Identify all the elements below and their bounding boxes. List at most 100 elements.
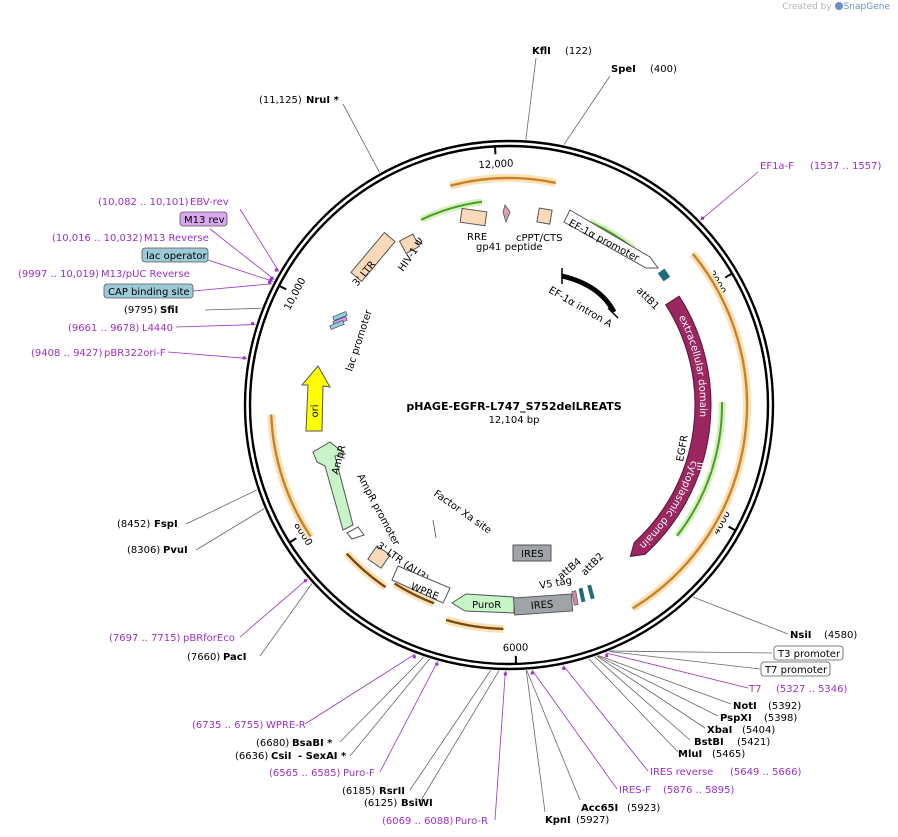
lac-promoter-label: lac promoter [344, 308, 375, 373]
site-spei[interactable]: SpeI (400) [611, 64, 677, 75]
hiv-psi-box [398, 233, 421, 255]
wpre-arrow [391, 565, 451, 604]
primer-m13-puc-reverse[interactable]: (9997 .. 10,019)M13/pUC Reverse [18, 269, 190, 280]
svg-text:(6125): (6125) [364, 798, 397, 809]
primer-leader-line [239, 578, 308, 638]
tick-mark [278, 284, 287, 291]
site-bsabi[interactable]: (6680)BsaBI * [256, 738, 333, 749]
orf-arc-bottom-1-core [345, 552, 387, 589]
primer-l4440[interactable]: (9661 .. 9678)L4440 [68, 323, 173, 334]
attb1-label: attB1 [634, 285, 661, 312]
boxed-t3-promoter[interactable]: T3 promoter [773, 645, 844, 661]
site-kpni[interactable]: KpnI(5927) [545, 815, 609, 826]
primer-t7[interactable]: T7(5327 .. 5346) [748, 684, 848, 695]
svg-text:(9661 .. 9678): (9661 .. 9678) [68, 323, 140, 334]
site-csii[interactable]: (6636)CsiI- SexAI * [235, 751, 347, 762]
site-bstbi[interactable]: BstBI(5421) [694, 737, 770, 748]
ampr-arrow [312, 441, 354, 531]
boxed-lac-operator[interactable]: lac operator [141, 247, 209, 263]
site-acc65i[interactable]: Acc65I (5923) [581, 803, 660, 814]
ampr-promoter-label: AmpR promoter [354, 472, 401, 548]
svg-text:lac operator: lac operator [146, 251, 207, 262]
site-kfli[interactable]: KflI(122) [532, 46, 592, 57]
svg-text:NruI *: NruI * [306, 95, 340, 106]
boxed-cap-binding-site[interactable]: CAP binding site [103, 283, 194, 299]
ampr-promoter-arrow [346, 526, 365, 540]
site-xbai[interactable]: XbaI(5404) [707, 725, 775, 736]
svg-text:(6636): (6636) [235, 751, 268, 762]
primer-leader-line [175, 324, 256, 328]
site-nsii[interactable]: NsiI(4580) [790, 630, 857, 641]
svg-text:(5927): (5927) [576, 815, 609, 826]
primer-m13-reverse[interactable]: (10,016 .. 10,032)M13 Reverse [52, 233, 209, 244]
ef1a-promoter-arrow [563, 209, 659, 269]
primer-ires-f[interactable]: IRES-F(5876 .. 5895) [619, 785, 735, 796]
site-sfii[interactable]: (9795)SfiI [124, 305, 178, 316]
svg-text:(5923): (5923) [627, 803, 660, 814]
attb1-box [657, 268, 671, 282]
site-noti[interactable]: NotI(5392) [733, 701, 801, 712]
primer-ebv-rev[interactable]: (10,082 .. 10,101)EBV-rev [98, 197, 229, 208]
svg-text:EF1a-F: EF1a-F [760, 161, 794, 172]
svg-text:M13/pUC Reverse: M13/pUC Reverse [101, 269, 190, 280]
egfr-cds-arc [629, 295, 712, 557]
svg-text:EBV-rev: EBV-rev [190, 197, 229, 208]
gp41-marker [502, 204, 511, 224]
orf-arc-bottom-3-core [445, 618, 504, 631]
svg-text:pBR322ori-F: pBR322ori-F [104, 348, 166, 359]
primer-site-marker [701, 216, 705, 220]
ires1-label: IRES [521, 549, 544, 560]
primer-leader-line [239, 208, 280, 272]
ltr3-du3-box [367, 545, 391, 569]
primer-puro-r[interactable]: (6069 .. 6088)Puro-R [382, 816, 488, 827]
site-pspxi[interactable]: PspXI(5398) [720, 713, 797, 724]
site-bsiwi[interactable]: (6125)BsiWI [364, 798, 433, 809]
svg-text:(400): (400) [650, 64, 677, 75]
svg-text:T7 promoter: T7 promoter [764, 665, 828, 676]
ires1-box [512, 544, 552, 562]
svg-text:T7: T7 [748, 684, 761, 695]
svg-text:(8306): (8306) [127, 545, 160, 556]
ef1a-intron-label: EF-1α intron A [547, 285, 614, 330]
site-fspi[interactable]: (8452)FspI [117, 519, 178, 530]
site-leader-line [419, 670, 500, 803]
primer-site-marker [269, 278, 273, 282]
primer-site-marker [503, 672, 507, 676]
tick-mark [288, 537, 297, 544]
svg-text:SpeI: SpeI [611, 64, 636, 75]
boxed-t7-promoter[interactable]: T7 promoter [760, 661, 831, 677]
site-nrui[interactable]: (11,125)NruI * [259, 95, 340, 106]
primer-ires-reverse[interactable]: IRES reverse(5649 .. 5666) [650, 767, 802, 778]
primer-leader-line [207, 259, 274, 282]
site-paci[interactable]: (7660)PacI [187, 652, 246, 663]
svg-text:XbaI: XbaI [707, 725, 732, 736]
svg-text:- SexAI *: - SexAI * [298, 751, 347, 762]
primer-leader-line [605, 652, 749, 689]
primer-leader-line [562, 665, 649, 772]
site-leader-line [588, 658, 679, 753]
orf-arcs [267, 174, 751, 633]
egfr-mutation-marks [696, 462, 712, 472]
primer-pbr322ori-f[interactable]: (9408 .. 9427)pBR322ori-F [31, 348, 166, 359]
site-mlui[interactable]: MluI(5465) [678, 749, 745, 760]
site-rsrii[interactable]: (6185)RsrII [342, 786, 405, 797]
svg-text:(10,016 .. 10,032): (10,016 .. 10,032) [52, 233, 143, 244]
site-leader-line [525, 670, 546, 813]
primer-puro-f[interactable]: (6565 .. 6585)Puro-F [269, 768, 375, 779]
factor-xa-label: Factor Xa site [431, 488, 493, 536]
primer-site-marker [412, 655, 416, 659]
primer-pbrforeco[interactable]: (7697 .. 7715)pBRforEco [109, 633, 235, 644]
site-leader-line [597, 655, 719, 717]
tick-label: 6000 [503, 643, 529, 655]
svg-text:(5465): (5465) [712, 749, 745, 760]
rre-label: RRE [467, 232, 487, 243]
site-leader-line [610, 650, 773, 654]
primer-ef1a-f[interactable]: EF1a-F(1537 .. 1557) [760, 161, 882, 172]
primer-wpre-r[interactable]: (6735 .. 6755)WPRE-R [192, 720, 306, 731]
site-pvui[interactable]: (8306)PvuI [127, 545, 188, 556]
boxed-m13-rev[interactable]: M13 rev [179, 211, 228, 227]
primer-leader-line [700, 171, 759, 221]
svg-text:Acc65I: Acc65I [581, 803, 618, 814]
svg-text:KflI: KflI [532, 46, 551, 57]
